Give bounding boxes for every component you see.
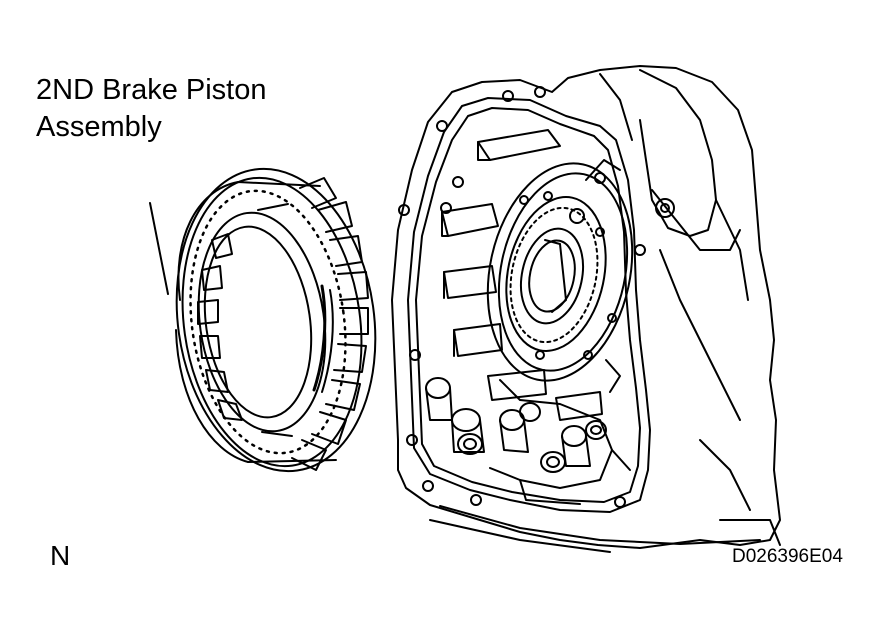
callout-line-2: Assembly — [36, 111, 162, 143]
orientation-mark: N — [50, 540, 71, 571]
component-callout-label: 2ND Brake Piston Assembly — [36, 72, 267, 146]
lower-components — [425, 377, 631, 505]
brake-piston-assembly — [175, 167, 377, 473]
clutch-hub — [486, 159, 634, 393]
figure-code: D026396E04 — [732, 546, 843, 567]
callout-line-1: 2ND Brake Piston — [36, 74, 267, 106]
leader-line — [149, 202, 169, 295]
transmission-case — [391, 65, 781, 553]
